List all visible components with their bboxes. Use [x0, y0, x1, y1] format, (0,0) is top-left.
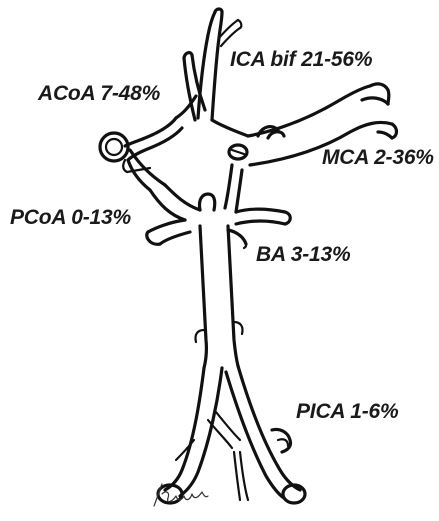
label-pica: PICA 1-6% [296, 400, 398, 424]
label-acoa: ACoA 7-48% [38, 82, 160, 106]
left-ica-acoa [100, 96, 248, 190]
label-ba: BA 3-13% [256, 243, 351, 267]
artist-signature [150, 478, 212, 512]
label-pcoa: PCoA 0-13% [10, 206, 131, 230]
label-ica-bif: ICA bif 21-56% [230, 48, 372, 72]
label-mca: MCA 2-36% [322, 146, 434, 170]
basilar-artery [195, 226, 242, 368]
pica-branch [272, 429, 291, 452]
posterior-communicating [150, 165, 242, 220]
